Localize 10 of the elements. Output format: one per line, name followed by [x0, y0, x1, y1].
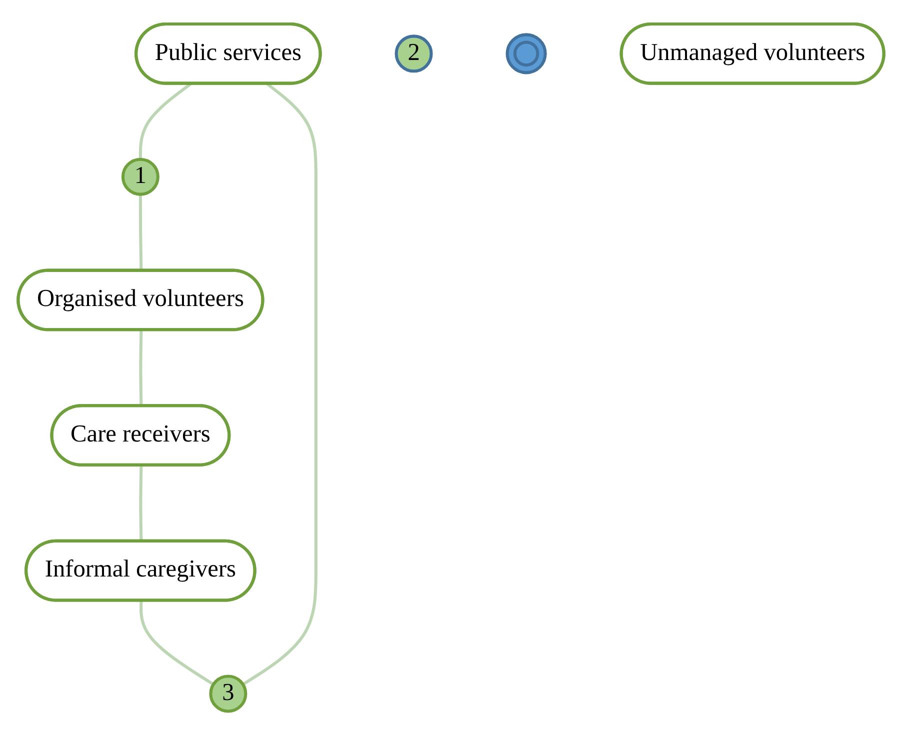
connector — [139, 466, 143, 542]
connector — [242, 82, 318, 686]
connector — [140, 600, 214, 686]
node-ellipse — [506, 33, 547, 74]
connector — [138, 194, 143, 272]
connector — [138, 82, 192, 160]
connector — [139, 330, 143, 406]
node-circle: 3 — [209, 674, 248, 713]
node-circle: 1 — [121, 158, 160, 196]
node-circle: 2 — [394, 34, 433, 73]
